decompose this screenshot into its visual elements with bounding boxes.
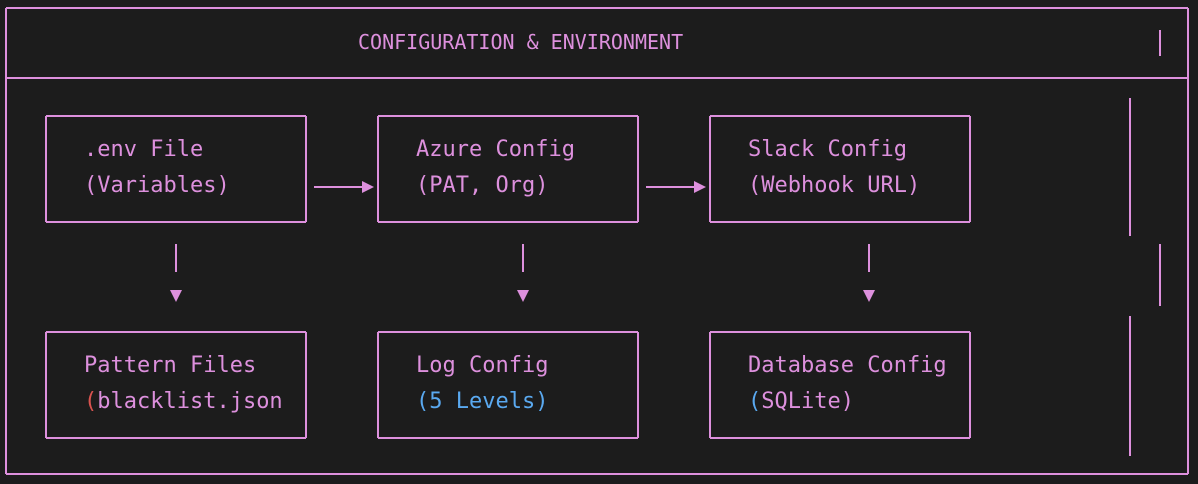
log-config-levels: 5 Levels) — [429, 389, 549, 414]
database-config-label: Database Config — [748, 353, 947, 378]
log-config-paren: ( — [416, 389, 430, 414]
arrowhead-down — [517, 290, 529, 302]
azure-config-sublabel: (PAT, Org) — [416, 173, 549, 198]
arrowhead-down — [863, 290, 875, 302]
arrowhead-down — [170, 290, 182, 302]
pattern-files-paren: ( — [84, 389, 98, 414]
pattern-files-filename: blacklist.json — [97, 389, 283, 414]
slack-config-label: Slack Config — [748, 137, 907, 162]
env-file-label: .env File — [84, 137, 204, 162]
arrowhead-right — [362, 181, 374, 193]
log-config-label: Log Config — [416, 353, 549, 378]
log-config-sublabel: (5 Levels) — [416, 389, 548, 415]
box-database-config — [709, 331, 971, 439]
env-file-sublabel: (Variables) — [84, 173, 230, 198]
box-pattern-files — [45, 331, 307, 439]
box-env-file — [45, 115, 307, 223]
pattern-files-sublabel: (blacklist.json — [84, 389, 283, 415]
box-log-config — [377, 331, 639, 439]
database-config-engine: SQLite) — [761, 389, 854, 414]
azure-config-label: Azure Config — [416, 137, 575, 162]
slack-config-sublabel: (Webhook URL) — [748, 173, 921, 198]
database-config-sublabel: (SQLite) — [748, 389, 854, 415]
database-config-paren: ( — [748, 389, 762, 414]
pattern-files-label: Pattern Files — [84, 353, 257, 378]
box-azure-config — [377, 115, 639, 223]
arrowhead-right — [694, 181, 706, 193]
diagram-title: CONFIGURATION & ENVIRONMENT — [358, 30, 684, 54]
box-slack-config — [709, 115, 971, 223]
